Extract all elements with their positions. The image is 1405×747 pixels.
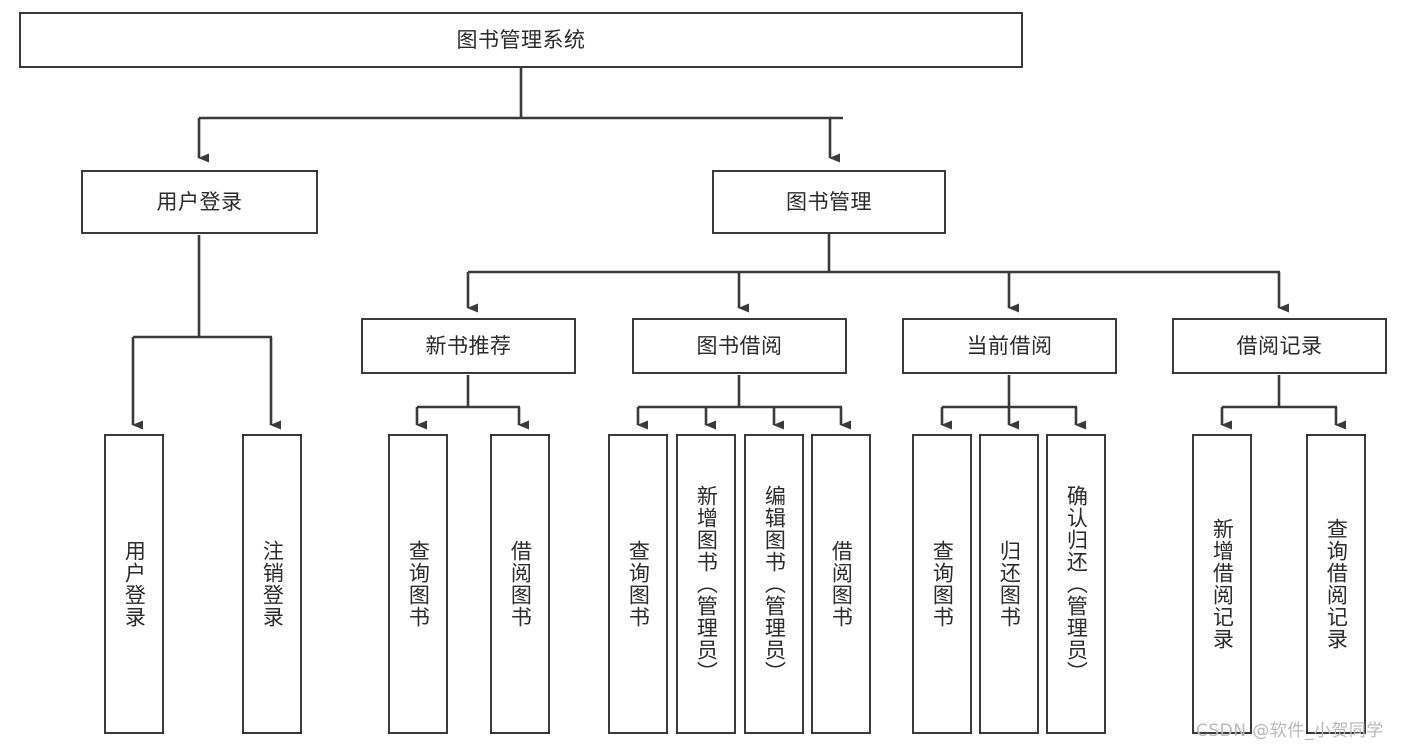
node-current-borrow-label: 当前借阅 <box>966 333 1053 358</box>
node-leaf-add-borrow-record-label: 新增借阅记录 <box>1210 518 1235 650</box>
node-borrow-record[interactable]: 借阅记录 <box>1172 318 1387 374</box>
node-book-management[interactable]: 图书管理 <box>712 170 946 234</box>
node-leaf-query-book-1-label: 查询图书 <box>406 540 431 628</box>
node-leaf-user-login-label: 用户登录 <box>122 540 147 628</box>
node-leaf-query-book-3-label: 查询图书 <box>930 540 955 628</box>
node-root-system-label: 图书管理系统 <box>456 27 586 52</box>
node-leaf-query-book-2-label: 查询图书 <box>626 540 651 628</box>
node-leaf-return-book-label: 归还图书 <box>997 540 1022 628</box>
node-leaf-user-login[interactable]: 用户登录 <box>104 434 164 734</box>
node-leaf-query-borrow-record-label: 查询借阅记录 <box>1324 518 1349 650</box>
node-leaf-borrow-book-1-label: 借阅图书 <box>508 540 533 628</box>
node-root-system[interactable]: 图书管理系统 <box>19 12 1023 68</box>
node-leaf-add-book-admin-label: 新增图书（管理员） <box>694 485 719 683</box>
node-leaf-query-book-2[interactable]: 查询图书 <box>608 434 668 734</box>
node-book-borrow-label: 图书借阅 <box>696 333 783 358</box>
node-leaf-add-book-admin[interactable]: 新增图书（管理员） <box>676 434 736 734</box>
node-leaf-add-borrow-record[interactable]: 新增借阅记录 <box>1192 434 1252 734</box>
node-leaf-confirm-return-admin[interactable]: 确认归还（管理员） <box>1046 434 1106 734</box>
node-new-book-recommend-label: 新书推荐 <box>425 333 512 358</box>
node-leaf-return-book[interactable]: 归还图书 <box>979 434 1039 734</box>
node-leaf-edit-book-admin[interactable]: 编辑图书（管理员） <box>744 434 804 734</box>
node-leaf-query-borrow-record[interactable]: 查询借阅记录 <box>1306 434 1366 734</box>
node-leaf-borrow-book-2[interactable]: 借阅图书 <box>811 434 871 734</box>
node-leaf-logout-login[interactable]: 注销登录 <box>242 434 302 734</box>
node-current-borrow[interactable]: 当前借阅 <box>902 318 1117 374</box>
node-leaf-confirm-return-admin-label: 确认归还（管理员） <box>1064 485 1089 683</box>
node-leaf-query-book-1[interactable]: 查询图书 <box>388 434 448 734</box>
node-book-borrow[interactable]: 图书借阅 <box>632 318 847 374</box>
node-user-login-label: 用户登录 <box>156 189 243 214</box>
node-book-management-label: 图书管理 <box>786 189 872 214</box>
node-borrow-record-label: 借阅记录 <box>1236 333 1323 358</box>
node-leaf-borrow-book-1[interactable]: 借阅图书 <box>490 434 550 734</box>
node-leaf-query-book-3[interactable]: 查询图书 <box>912 434 972 734</box>
node-user-login[interactable]: 用户登录 <box>81 170 318 234</box>
node-new-book-recommend[interactable]: 新书推荐 <box>361 318 576 374</box>
node-leaf-edit-book-admin-label: 编辑图书（管理员） <box>762 485 787 683</box>
node-leaf-logout-login-label: 注销登录 <box>260 540 285 628</box>
node-leaf-borrow-book-2-label: 借阅图书 <box>829 540 854 628</box>
